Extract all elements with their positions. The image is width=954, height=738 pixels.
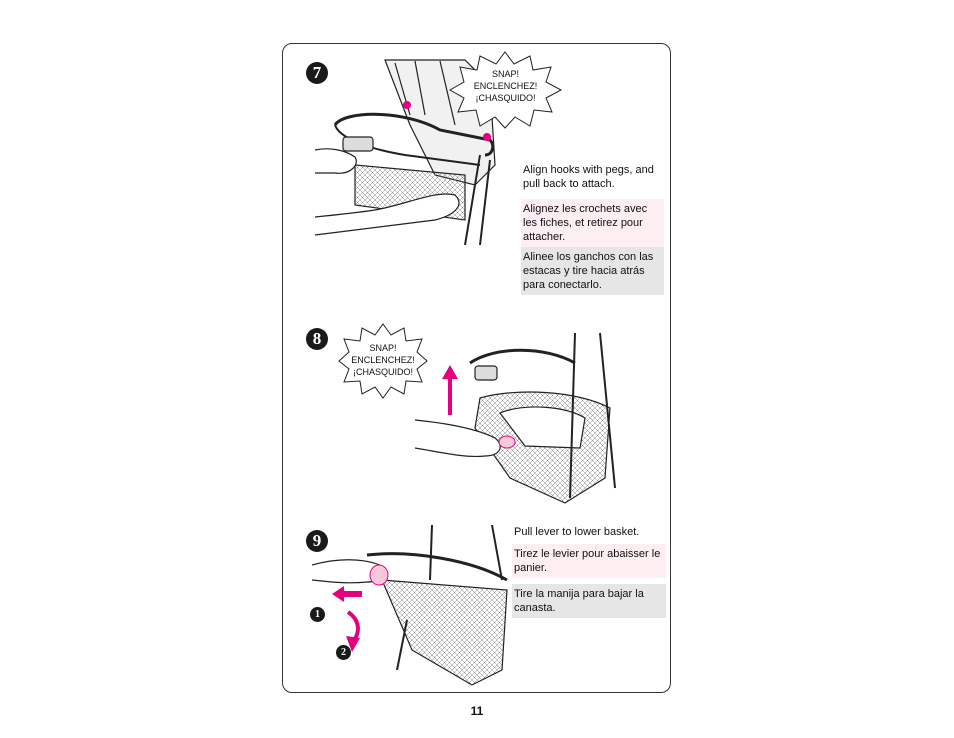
step-9-illustration xyxy=(312,524,508,686)
step-8-number: 8 xyxy=(306,328,328,350)
step-7-instruction-en: Align hooks with pegs, and pull back to … xyxy=(523,164,654,190)
up-arrow-icon xyxy=(442,365,458,415)
step-7-instruction-fr: Alignez les crochets avec les fiches, et… xyxy=(521,199,664,247)
snap-burst-shape xyxy=(448,51,563,129)
page-number: 11 xyxy=(470,704,484,718)
marker-1: 1 xyxy=(310,607,325,622)
step-7-instruction-es: Alinee los ganchos con las estacas y tir… xyxy=(521,247,664,295)
step-9-instruction-fr: Tirez le levier pour abaisser le panier. xyxy=(512,544,666,578)
left-arrow-icon xyxy=(332,586,362,602)
snap-burst-text: SNAP! ENCLENCHEZ! ¡CHASQUIDO! xyxy=(351,343,415,377)
step-9-instruction-es: Tire la manija para bajar la canasta. xyxy=(512,584,666,618)
step-8-illustration xyxy=(415,332,616,504)
step-9-number: 9 xyxy=(306,530,328,552)
snap-burst-text: SNAP! ENCLENCHEZ! ¡CHASQUIDO! xyxy=(473,69,538,103)
snap-burst-shape xyxy=(338,323,428,399)
step-7-illustration xyxy=(315,59,496,245)
marker-2: 2 xyxy=(336,645,351,660)
step-9-instruction-en: Pull lever to lower basket. xyxy=(514,526,640,538)
step-7-number: 7 xyxy=(306,62,328,84)
curved-arrow-icon xyxy=(346,610,360,652)
